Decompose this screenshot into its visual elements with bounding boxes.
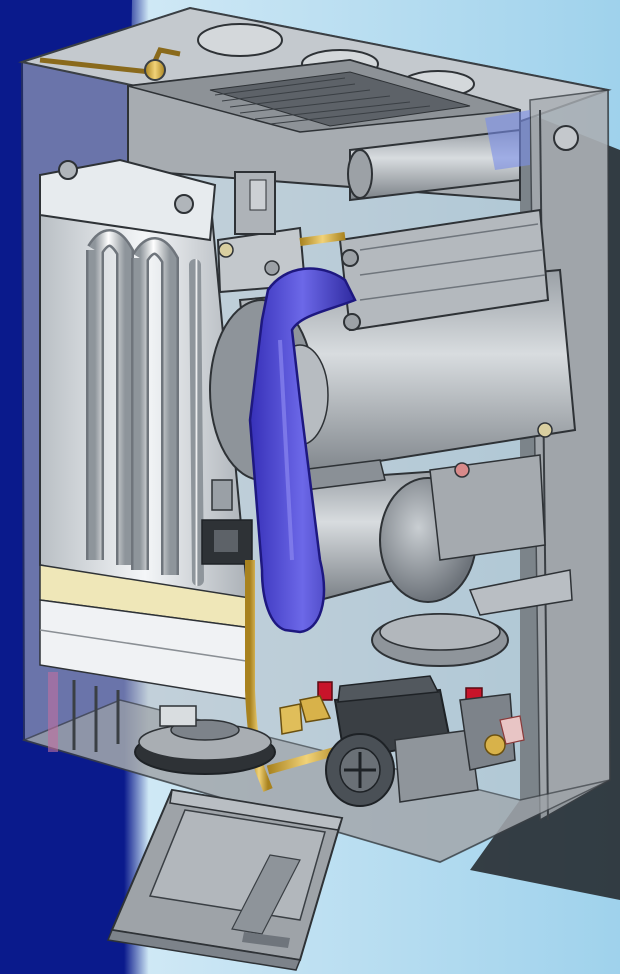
expansion-vessel	[134, 705, 276, 775]
sensor	[201, 479, 253, 565]
bolt-icon	[341, 249, 359, 267]
radiator-icon	[54, 229, 204, 586]
heat-exchanger	[39, 158, 255, 701]
support-posts	[48, 672, 120, 752]
flue-duct	[248, 267, 357, 634]
screw-icon	[553, 125, 579, 151]
fitting-icon	[144, 59, 166, 81]
pump	[325, 675, 525, 807]
duct-icon	[248, 267, 357, 634]
burner	[299, 454, 546, 603]
bolt-icon	[174, 194, 194, 214]
flue-opening-icon	[197, 23, 283, 57]
bolt-icon	[58, 160, 78, 180]
bolt-icon	[343, 313, 361, 331]
control-panel	[106, 788, 344, 971]
valve-icon	[218, 242, 234, 258]
hood	[127, 58, 530, 202]
